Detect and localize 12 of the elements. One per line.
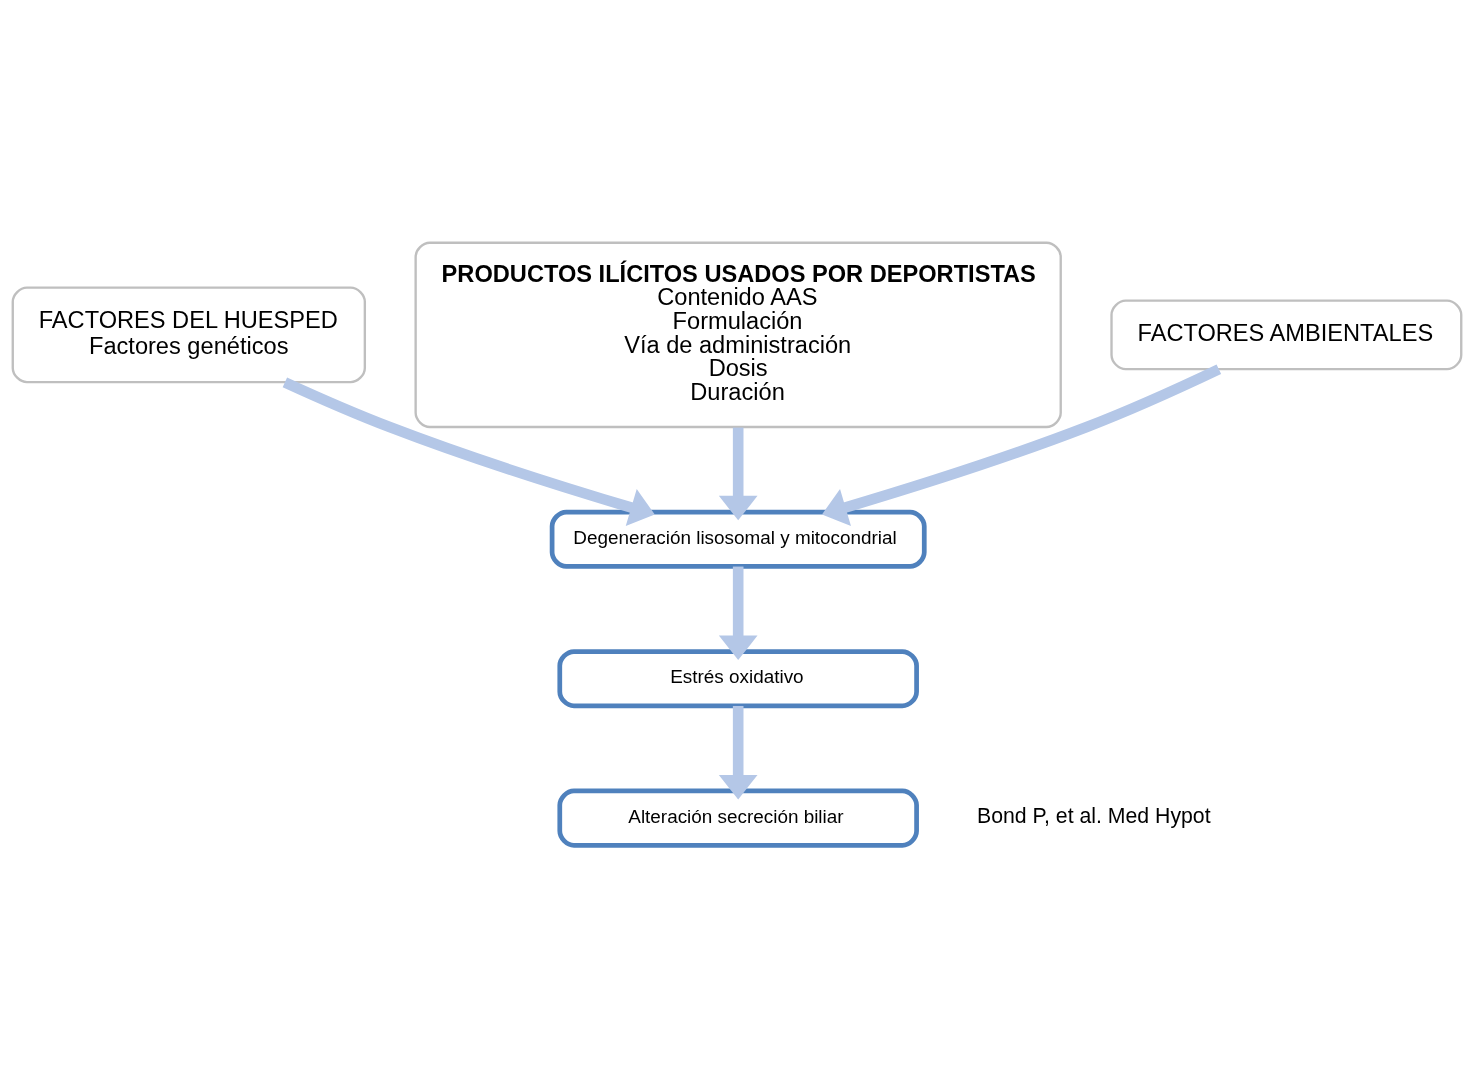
node-box: Alteración secreción biliar [557,788,919,848]
arrow [821,363,1222,526]
arrow [718,427,758,520]
arrow [718,705,758,799]
label: Bond P, et al. Med Hypot [977,803,1211,828]
node-box: Estrés oxidativo [557,648,919,708]
arrow [282,377,655,526]
node-box: FACTORES AMBIENTALES [1110,298,1463,370]
node-box: FACTORES DEL HUESPED Factores genéticos [11,285,366,383]
arrow [718,566,758,660]
node-box: PRODUCTOS ILÍCITOS USADOS POR DEPORTISTAS Contenido AAS Formulación Vía de administración Dosis Duración [414,241,1062,428]
node-box: Degeneración lisosomal y mitocondrial [549,509,927,569]
